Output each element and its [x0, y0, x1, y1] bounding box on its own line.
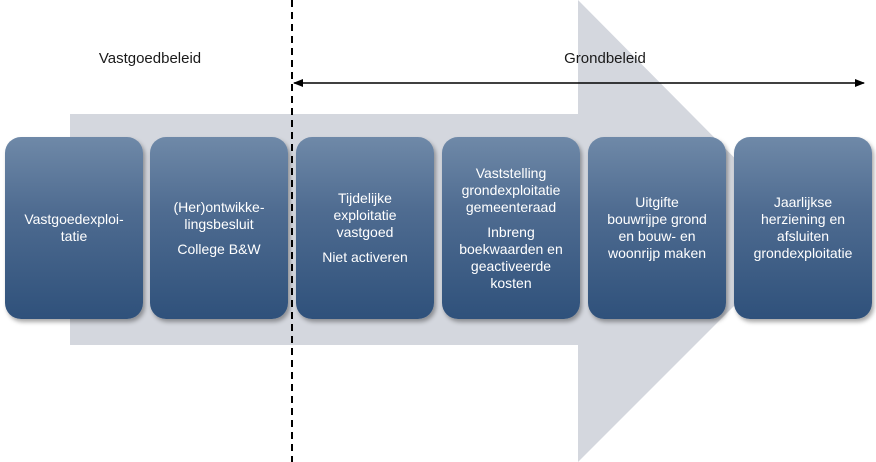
step-text: (Her)ontwikke- lingsbesluit	[173, 198, 265, 232]
step-text: Tijdelijke exploitatie vastgoed	[333, 190, 397, 240]
step-box-jaarlijkse-herziening: Jaarlijkse herziening en afsluiten grond…	[734, 137, 872, 319]
step-text: Uitgifte bouwrijpe grond en bouw- en woo…	[607, 194, 707, 261]
step-text: Vastgoedexploi- tatie	[24, 211, 124, 244]
step-box-herontwikkelingsbesluit: (Her)ontwikke- lingsbesluit College B&W	[150, 137, 288, 319]
step-text: Jaarlijkse herziening en afsluiten grond…	[753, 194, 853, 261]
step-subtext: College B&W	[177, 240, 261, 257]
step-box-tijdelijke-exploitatie: Tijdelijke exploitatie vastgoed Niet act…	[296, 137, 434, 319]
step-subtext: Niet activeren	[322, 249, 408, 265]
step-box-uitgifte-bouwrijpe-grond: Uitgifte bouwrijpe grond en bouw- en woo…	[588, 137, 726, 319]
step-box-vastgoedexploitatie: Vastgoedexploi- tatie	[5, 137, 143, 319]
step-box-vaststelling-grondexploitatie: Vaststelling grondexploitatie gemeentera…	[442, 137, 580, 319]
vastgoedbeleid-heading: Vastgoedbeleid	[98, 50, 202, 67]
step-subtext: Inbreng boekwaarden en geactiveerde kost…	[459, 223, 563, 291]
background-process-arrow	[70, 0, 808, 462]
step-text: Vaststelling grondexploitatie gemeentera…	[461, 164, 561, 215]
grondbeleid-heading: Grondbeleid	[564, 50, 646, 67]
